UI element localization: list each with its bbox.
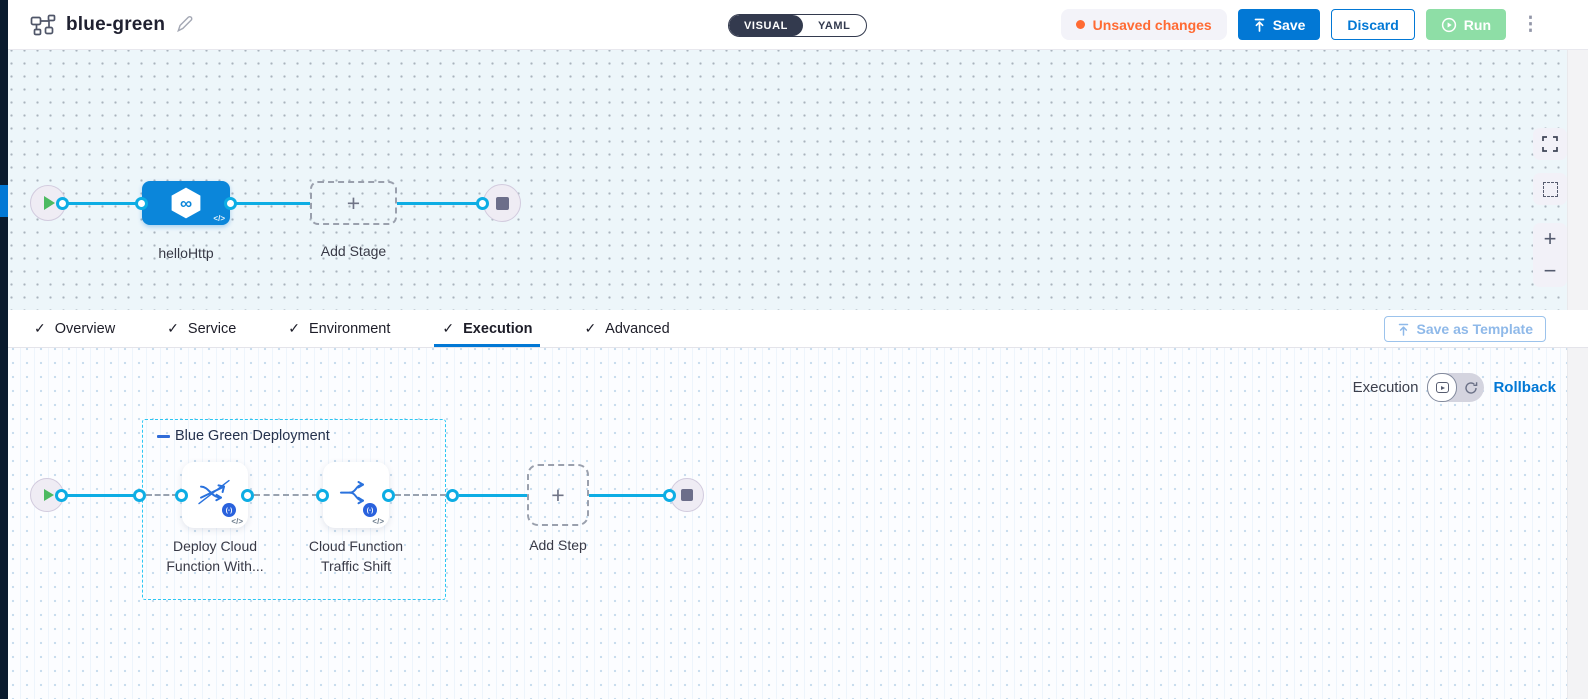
left-nav-edge (0, 0, 8, 699)
stage-tabs: ✓ Overview ✓ Service ✓ Environment ✓ Exe… (0, 310, 1588, 348)
connector-port[interactable] (382, 489, 395, 502)
plus-icon: + (346, 189, 361, 216)
connector-line-dashed (395, 494, 446, 496)
connector-port[interactable] (55, 489, 68, 502)
stop-square-icon (681, 489, 693, 501)
zoom-in-button[interactable]: + (1543, 226, 1557, 251)
execution-rollback-toggle[interactable] (1427, 373, 1485, 402)
connector-port[interactable] (175, 489, 188, 502)
rollback-segment[interactable] (1457, 381, 1484, 395)
connector-line (589, 494, 669, 497)
connector-port[interactable] (316, 489, 329, 502)
upload-icon (1254, 18, 1265, 32)
toggle-visual[interactable]: VISUAL (729, 15, 803, 36)
tab-advanced[interactable]: ✓ Advanced (584, 320, 670, 337)
connector-port[interactable] (446, 489, 459, 502)
step-label: Deploy Cloud Function With... (166, 538, 264, 574)
tab-overview[interactable]: ✓ Overview (34, 320, 116, 337)
edit-pencil-icon[interactable] (175, 15, 194, 34)
more-options-kebab-icon[interactable]: ⋮ (1521, 14, 1540, 35)
check-icon: ✓ (442, 320, 455, 336)
collapse-group-icon[interactable] (157, 434, 170, 438)
connector-port[interactable] (241, 489, 254, 502)
unsaved-dot-icon (1075, 20, 1085, 29)
connector-line-dashed (254, 494, 318, 496)
start-play-icon (43, 489, 54, 501)
custom-stage-hexagon-icon: ∞ (171, 187, 201, 219)
deploy-cloud-function-icon (198, 479, 230, 505)
visual-yaml-toggle: VISUAL YAML (728, 14, 867, 37)
execution-rollback-switch-row: Execution Rollback (1353, 373, 1556, 402)
tab-service[interactable]: ✓ Service (167, 320, 237, 337)
stage-node-hellohttp[interactable]: ∞ </> (142, 181, 230, 225)
execution-segment[interactable] (1427, 373, 1458, 402)
fullscreen-icon (1542, 136, 1558, 152)
step-group-blue-green-deployment: Blue Green Deployment (142, 419, 446, 600)
code-glyph: </> (372, 517, 384, 526)
connector-line (63, 494, 139, 497)
rollback-link[interactable]: Rollback (1493, 379, 1556, 396)
add-stage-button[interactable]: + (310, 181, 397, 225)
tab-execution[interactable]: ✓ Execution (434, 310, 541, 347)
scrollbar-track[interactable] (1567, 50, 1588, 310)
run-button[interactable]: Run (1425, 9, 1506, 40)
stage-name-label: helloHttp (158, 245, 214, 261)
upload-icon (1398, 323, 1408, 336)
marquee-icon (1542, 181, 1558, 197)
stage-graph-canvas[interactable]: ∞ </> + helloHttp Add Stage + − (0, 50, 1588, 310)
check-icon: ✓ (167, 320, 179, 336)
add-step-label: Add Step (529, 537, 587, 553)
connector-line (397, 202, 482, 205)
step-label: Cloud Function Traffic Shift (308, 538, 404, 574)
rollback-arrow-icon (1465, 381, 1478, 394)
execution-mode-label: Execution (1352, 379, 1419, 396)
connector-port[interactable] (224, 197, 237, 210)
fit-selection-button[interactable] (1533, 173, 1567, 205)
page-title: blue-green (66, 13, 166, 35)
code-glyph: </> (213, 214, 225, 223)
step-node-traffic-shift[interactable]: (-) </> (323, 462, 389, 528)
step-node-deploy-cloud-function[interactable]: (-) </> (182, 462, 248, 528)
step-badge-icon: (-) (363, 503, 377, 517)
check-icon: ✓ (288, 320, 300, 336)
connector-line (64, 202, 144, 205)
check-icon: ✓ (34, 320, 46, 336)
fullscreen-button[interactable] (1533, 128, 1567, 160)
connector-line (233, 202, 310, 205)
connector-port[interactable] (135, 197, 148, 210)
run-play-icon (1441, 17, 1456, 32)
add-stage-label: Add Stage (320, 243, 387, 259)
check-icon: ✓ (584, 320, 597, 336)
save-button[interactable]: Save (1237, 9, 1321, 40)
step-badge-icon: (-) (222, 503, 236, 517)
header-toolbar: blue-green VISUAL YAML Unsaved changes S… (0, 0, 1588, 50)
connector-port[interactable] (663, 489, 676, 502)
connector-port[interactable] (56, 197, 69, 210)
connector-line (459, 494, 527, 497)
add-step-button[interactable]: + (527, 464, 589, 526)
execution-graph-canvas[interactable]: Execution Rollback (0, 348, 1588, 699)
connector-port[interactable] (476, 197, 489, 210)
execution-steps-icon (1435, 382, 1449, 393)
traffic-shift-icon (340, 481, 364, 505)
connector-line-dashed (146, 494, 178, 496)
connector-port[interactable] (133, 489, 146, 502)
scrollbar-track[interactable] (1567, 348, 1588, 699)
zoom-controls: + − (1533, 223, 1567, 287)
start-play-icon (44, 196, 55, 210)
left-nav-active-indicator (0, 185, 8, 217)
discard-button[interactable]: Discard (1331, 9, 1415, 40)
plus-icon: + (551, 481, 565, 508)
pipeline-icon (30, 14, 56, 35)
stop-square-icon (495, 196, 509, 210)
zoom-out-button[interactable]: − (1543, 258, 1557, 283)
unsaved-changes-badge: Unsaved changes (1060, 9, 1227, 40)
group-label: Blue Green Deployment (175, 428, 330, 444)
toggle-yaml[interactable]: YAML (817, 19, 851, 32)
code-glyph: </> (231, 517, 243, 526)
save-as-template-button[interactable]: Save as Template (1383, 316, 1546, 342)
tab-environment[interactable]: ✓ Environment (288, 320, 391, 337)
